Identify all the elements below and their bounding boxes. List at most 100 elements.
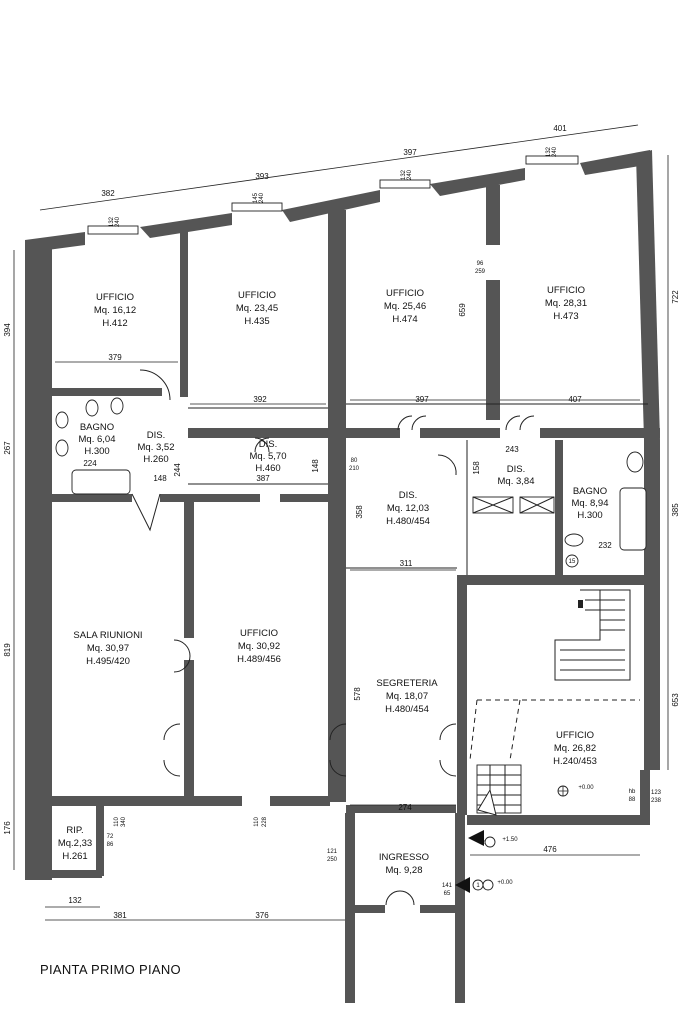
dim-88: 88: [629, 797, 636, 803]
dim-110: 110: [114, 817, 120, 827]
room-ufficio-4-name: UFFICIO: [547, 285, 585, 296]
walls: [25, 150, 660, 1003]
dim-232: 232: [598, 541, 612, 550]
room-ufficio-6-area: Mq. 26,82: [554, 743, 596, 754]
room-bagno-1-name: BAGNO: [80, 422, 114, 433]
dim-top-3: 397: [403, 148, 417, 157]
dim-bottom-4: 476: [543, 845, 557, 854]
dim-578: 578: [353, 687, 362, 701]
dim-244: 244: [173, 463, 182, 477]
window-4-height: 240: [552, 146, 558, 157]
dim-left-4: 176: [3, 821, 12, 835]
room-dis-1-area: Mq. 3,52: [138, 442, 175, 453]
room-dis-3-area: Mq. 12,03: [387, 503, 429, 514]
room-ufficio-2-name: UFFICIO: [238, 290, 276, 301]
room-dis-4-name: DIS.: [507, 464, 525, 475]
room-dis-2-area: Mq. 5,70: [250, 451, 287, 462]
dim-86: 86: [107, 842, 114, 848]
dim-bottom-3: 376: [255, 911, 269, 920]
dim-top-2: 393: [255, 172, 269, 181]
window-1-height: 240: [115, 216, 121, 227]
window-2-height: 240: [259, 192, 265, 203]
dim-80: 80: [351, 458, 358, 464]
dimension-labels: 382 393 397 401 394 267 819 176 722 385 …: [3, 124, 680, 920]
room-ufficio-1-area: Mq. 16,12: [94, 305, 136, 316]
room-ingresso-area: Mq. 9,28: [386, 865, 423, 876]
room-ufficio-4-height: H.473: [553, 311, 578, 322]
room-ufficio-3-name: UFFICIO: [386, 288, 424, 299]
room-bagno-2-name: BAGNO: [573, 486, 607, 497]
room-dis-4-area: Mq. 3,84: [498, 476, 535, 487]
dim-top-1: 382: [101, 189, 115, 198]
room-bagno-1-height: H.300: [84, 446, 109, 457]
room-ufficio-2-height: H.435: [244, 316, 269, 327]
dim-96: 96: [477, 261, 484, 267]
dim-148: 148: [153, 474, 167, 483]
room-rip-area: Mq.2,33: [58, 838, 92, 849]
room-ufficio-5-height: H.489/456: [237, 654, 281, 665]
dim-379: 379: [108, 353, 122, 362]
room-bagno-2-height: H.300: [577, 510, 602, 521]
room-dis-3-name: DIS.: [399, 490, 417, 501]
room-dis-1-height: H.260: [143, 454, 168, 465]
window-1-width: 132: [109, 216, 115, 227]
dim-110b: 110: [254, 817, 260, 827]
room-ufficio-1-name: UFFICIO: [96, 292, 134, 303]
room-labels: UFFICIO Mq. 16,12 H.412 UFFICIO Mq. 23,4…: [58, 285, 609, 876]
room-sala-riunioni-height: H.495/420: [86, 656, 130, 667]
room-segreteria-height: H.480/454: [385, 704, 429, 715]
room-rip-height: H.261: [62, 851, 87, 862]
dim-387: 387: [256, 474, 270, 483]
level-ufficio-6: +0.00: [578, 785, 594, 791]
dim-259: 259: [475, 269, 486, 275]
room-segreteria-area: Mq. 18,07: [386, 691, 428, 702]
room-ufficio-6-height: H.240/453: [553, 756, 597, 767]
room-ingresso-name: INGRESSO: [379, 852, 429, 863]
dim-407: 407: [568, 395, 582, 404]
dim-148b: 148: [311, 459, 320, 473]
dim-224: 224: [83, 459, 97, 468]
dim-right-1: 722: [671, 290, 680, 304]
room-ufficio-1-height: H.412: [102, 318, 127, 329]
room-ufficio-3-area: Mq. 25,46: [384, 301, 426, 312]
room-ufficio-3-height: H.474: [392, 314, 417, 325]
room-bagno-2-area: Mq. 8,94: [572, 498, 609, 509]
dim-250: 250: [327, 857, 338, 863]
window-3-height: 240: [407, 169, 413, 180]
room-ufficio-6-name: UFFICIO: [556, 730, 594, 741]
window-3-width: 132: [401, 169, 407, 180]
stair-marker-2: 2: [481, 840, 485, 846]
dim-right-3: 653: [671, 693, 680, 707]
dim-238: 238: [651, 798, 662, 804]
room-sala-riunioni-area: Mq. 30,97: [87, 643, 129, 654]
window-2-width: 145: [253, 192, 259, 203]
dim-right-2: 385: [671, 503, 680, 517]
dim-left-1: 394: [3, 323, 12, 337]
stair-marker-1: 1: [476, 883, 480, 889]
dim-121: 121: [327, 849, 338, 855]
room-ufficio-2-area: Mq. 23,45: [236, 303, 278, 314]
dim-358: 358: [355, 505, 364, 519]
window-4-width: 132: [546, 146, 552, 157]
dim-274: 274: [398, 803, 412, 812]
dim-141: 141: [442, 883, 453, 889]
dim-65: 65: [444, 891, 451, 897]
plan-title: PIANTA PRIMO PIANO: [40, 962, 181, 977]
dim-left-3: 819: [3, 643, 12, 657]
room-segreteria-name: SEGRETERIA: [376, 678, 438, 689]
level-landing: +1.50: [502, 837, 518, 843]
dim-228: 228: [262, 816, 268, 827]
stair-marker-15: 15: [569, 559, 576, 565]
dim-bottom-1: 132: [68, 896, 82, 905]
room-dis-2-height: H.460: [255, 463, 280, 474]
room-ufficio-5-name: UFFICIO: [240, 628, 278, 639]
dim-659: 659: [458, 303, 467, 317]
room-dis-1-name: DIS.: [147, 430, 165, 441]
dim-hb: hb: [629, 789, 636, 795]
room-dis-2-name: DIS.: [259, 439, 277, 450]
room-ufficio-5-area: Mq. 30,92: [238, 641, 280, 652]
dimension-lines: [13, 124, 669, 921]
level-ingresso: +0.00: [497, 880, 513, 886]
room-dis-3-height: H.480/454: [386, 516, 430, 527]
